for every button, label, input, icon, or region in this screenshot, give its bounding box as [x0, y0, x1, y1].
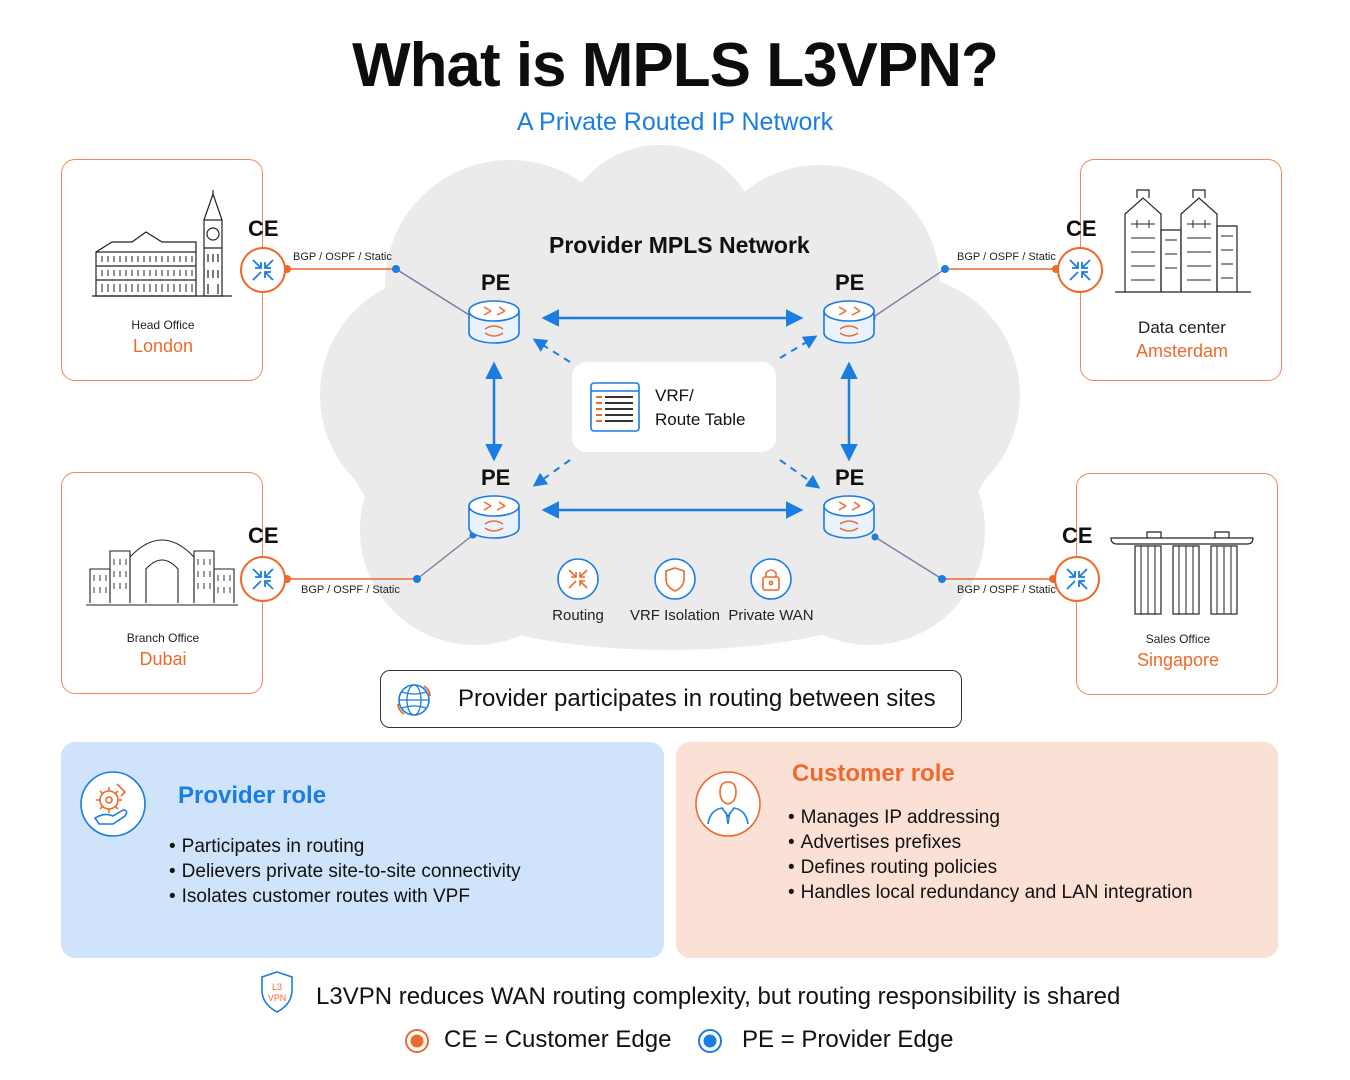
pe-router-bottom-right-icon — [823, 495, 875, 539]
ce-router-dubai-icon — [240, 556, 286, 602]
pe-router-bottom-left-icon — [468, 495, 520, 539]
cloud-title: Provider MPLS Network — [549, 232, 810, 258]
site-sub-london: Head Office — [131, 318, 195, 332]
customer-bullet: Manages IP addressing — [788, 805, 1193, 830]
pe-router-top-left-icon — [468, 300, 520, 344]
protocol-label-singapore: BGP / OSPF / Static — [957, 584, 1056, 596]
provider-gear-hand-icon — [80, 771, 146, 837]
banner-text: Provider participates in routing between… — [458, 685, 936, 712]
routing-banner: Provider participates in routing between… — [380, 670, 962, 728]
page-subtitle: A Private Routed IP Network — [516, 108, 834, 136]
globe-icon — [397, 684, 431, 716]
badge-text-line1: L3 — [272, 982, 282, 992]
ce-label-dubai: CE — [248, 523, 279, 548]
ce-router-london-icon — [240, 247, 286, 293]
feature-label-vrf-isolation: VRF Isolation — [629, 607, 721, 624]
lock-icon — [750, 558, 792, 600]
customer-role-bullets: Manages IP addressing Advertises prefixe… — [788, 805, 1193, 905]
pe-label-bottom-left: PE — [481, 465, 511, 490]
protocol-label-amsterdam: BGP / OSPF / Static — [957, 251, 1056, 263]
ce-router-singapore-icon — [1054, 556, 1100, 602]
protocol-label-dubai: BGP / OSPF / Static — [301, 584, 400, 596]
site-card-amsterdam: Data center Amsterdam — [1080, 159, 1282, 381]
provider-bullet: Delievers private site-to-site connectiv… — [169, 859, 521, 884]
vrf-line2: Route Table — [655, 410, 746, 429]
legend-pe-dot-icon — [698, 1029, 722, 1053]
pe-router-top-right-icon — [823, 300, 875, 344]
routing-icon — [557, 558, 599, 600]
provider-role-title: Provider role — [178, 782, 327, 809]
vrf-route-table: VRF/ Route Table — [572, 362, 776, 452]
site-sub-dubai: Branch Office — [126, 631, 200, 645]
site-card-london: Head Office London — [61, 159, 263, 381]
site-city-amsterdam: Amsterdam — [1135, 341, 1229, 361]
pe-label-top-left: PE — [481, 270, 511, 295]
l3vpn-shield-icon: L3 VPN — [261, 971, 293, 1013]
badge-text-line2: VPN — [268, 993, 287, 1003]
building-london-icon — [92, 190, 232, 297]
vrf-dashed-links — [532, 335, 821, 489]
shield-icon — [654, 558, 696, 600]
site-city-singapore: Singapore — [1136, 650, 1220, 670]
site-card-dubai: Branch Office Dubai — [61, 472, 263, 694]
customer-bullet: Advertises prefixes — [788, 830, 1193, 855]
provider-role-panel: Provider role Participates in routing De… — [61, 742, 664, 958]
route-table-icon — [590, 382, 640, 432]
ce-label-amsterdam: CE — [1066, 216, 1097, 241]
vrf-label: VRF/ Route Table — [655, 384, 745, 432]
building-singapore-icon — [1110, 531, 1254, 615]
customer-bullet: Handles local redundancy and LAN integra… — [788, 880, 1193, 905]
customer-role-title: Customer role — [792, 760, 955, 787]
page-title: What is MPLS L3VPN? — [352, 31, 999, 100]
vrf-line1: VRF/ — [655, 386, 694, 405]
pe-links — [485, 309, 858, 519]
protocol-label-london: BGP / OSPF / Static — [293, 251, 392, 263]
footer-text: L3VPN reduces WAN routing complexity, bu… — [316, 983, 1121, 1010]
building-dubai-icon — [86, 539, 238, 606]
ce-pe-links — [287, 268, 1056, 580]
provider-bullet: Isolates customer routes with VPF — [169, 884, 521, 909]
ce-label-london: CE — [248, 216, 279, 241]
customer-person-icon — [695, 771, 761, 837]
pe-label-top-right: PE — [835, 270, 865, 295]
pe-label-bottom-right: PE — [835, 465, 865, 490]
provider-role-bullets: Participates in routing Delievers privat… — [169, 834, 521, 909]
ce-label-singapore: CE — [1062, 523, 1093, 548]
legend-ce: CE = Customer Edge — [444, 1026, 672, 1053]
site-city-london: London — [132, 336, 194, 356]
building-amsterdam-icon — [1115, 189, 1251, 293]
feature-label-routing: Routing — [552, 607, 604, 624]
customer-bullet: Defines routing policies — [788, 855, 1193, 880]
customer-role-panel: Customer role Manages IP addressing Adve… — [676, 742, 1278, 958]
legend-pe: PE = Provider Edge — [742, 1026, 954, 1053]
site-sub-amsterdam: Data center — [1138, 318, 1226, 337]
site-city-dubai: Dubai — [139, 649, 187, 669]
provider-bullet: Participates in routing — [169, 834, 521, 859]
ce-router-amsterdam-icon — [1057, 247, 1103, 293]
feature-label-private-wan: Private WAN — [728, 607, 814, 624]
site-card-singapore: Sales Office Singapore — [1076, 473, 1278, 695]
legend-ce-dot-icon — [405, 1029, 429, 1053]
site-sub-singapore: Sales Office — [1145, 632, 1211, 646]
